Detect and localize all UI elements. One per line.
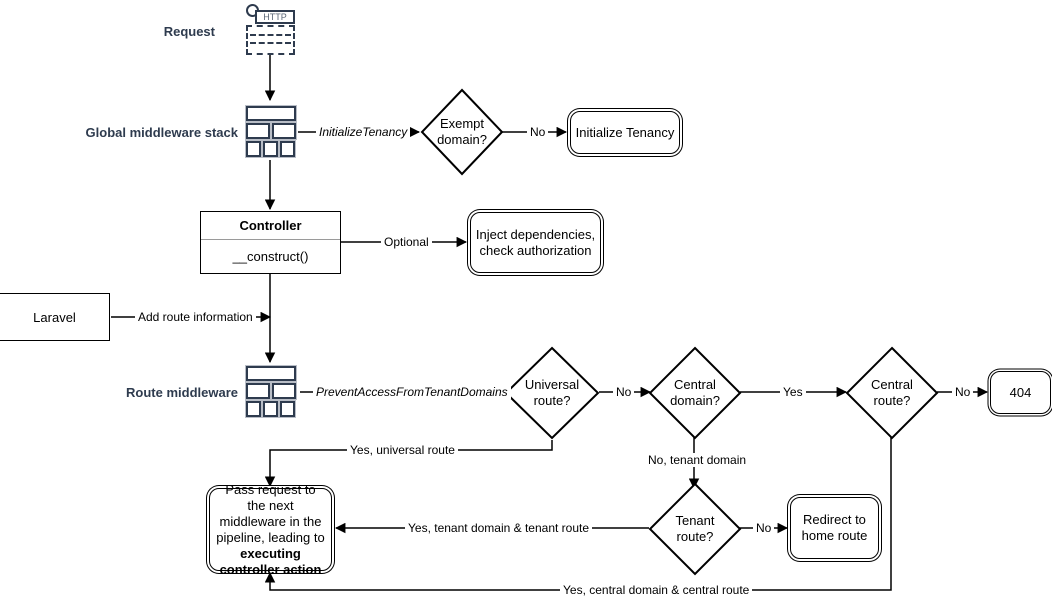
decision-central-domain-label: Central domain? <box>670 377 720 408</box>
node-redirect-home-route: Redirect to home route <box>790 497 879 559</box>
caption-global-middleware-stack: Global middleware stack <box>85 125 238 140</box>
edge-label-prevent-access: PreventAccessFromTenantDomains <box>313 385 511 399</box>
node-controller-title: Controller <box>201 212 340 240</box>
node-pass-request-label: Pass request to the next middleware in t… <box>210 482 331 578</box>
decision-central-route: Central route? <box>845 346 939 440</box>
edge-label-tenant-route-no: No <box>753 521 775 535</box>
decision-exempt-domain: Exempt domain? <box>420 88 504 176</box>
edge-label-initialize-tenancy: InitializeTenancy <box>316 125 411 139</box>
node-controller-method: __construct() <box>232 249 309 264</box>
decision-central-route-label: Central route? <box>871 377 913 408</box>
http-request-icon: HTTP <box>246 4 296 56</box>
node-laravel: Laravel <box>0 293 110 341</box>
edge-label-no-tenant-domain: No, tenant domain <box>645 453 750 467</box>
global-middleware-stack-icon <box>245 105 297 158</box>
caption-route-middleware: Route middleware <box>126 385 238 400</box>
decision-tenant-route: Tenant route? <box>648 482 742 576</box>
node-pass-request-text: Pass request to the next middleware in t… <box>216 481 325 545</box>
edge-label-add-route-information: Add route information <box>135 310 256 324</box>
node-initialize-tenancy-label: Initialize Tenancy <box>575 124 675 140</box>
edge-label-yes-central-domain-central-route: Yes, central domain & central route <box>560 583 753 597</box>
edge-label-exempt-no: No <box>527 125 549 139</box>
caption-request: Request <box>163 24 215 39</box>
decision-universal-route-label: Universal route? <box>524 377 580 408</box>
decision-central-domain: Central domain? <box>648 346 742 440</box>
edge-label-optional: Optional <box>381 235 432 249</box>
edge-label-central-domain-yes: Yes <box>780 385 806 399</box>
route-middleware-stack-icon <box>245 365 297 418</box>
decision-universal-route: Universal route? <box>504 346 600 440</box>
request-dashed-body <box>246 25 295 55</box>
node-controller: Controller __construct() <box>200 211 341 274</box>
node-404: 404 <box>990 371 1051 414</box>
edge-label-universal-no: No <box>613 385 635 399</box>
node-inject-dependencies-label: Inject dependencies, check authorization <box>475 226 596 258</box>
edge-label-yes-universal-route: Yes, universal route <box>347 443 458 457</box>
edge-label-yes-tenant-domain-tenant-route: Yes, tenant domain & tenant route <box>405 521 593 535</box>
node-laravel-label: Laravel <box>33 309 76 325</box>
node-pass-request: Pass request to the next middleware in t… <box>209 482 332 577</box>
node-initialize-tenancy: Initialize Tenancy <box>570 111 680 154</box>
edge-label-central-route-no: No <box>952 385 974 399</box>
node-404-label: 404 <box>1009 384 1032 400</box>
decision-tenant-route-label: Tenant route? <box>675 513 715 544</box>
node-pass-request-emphasis: executing controller action <box>219 545 322 577</box>
node-inject-dependencies: Inject dependencies, check authorization <box>470 212 601 273</box>
http-label: HTTP <box>255 10 295 24</box>
node-redirect-home-route-label: Redirect to home route <box>801 512 868 543</box>
decision-exempt-domain-label: Exempt domain? <box>437 116 487 147</box>
